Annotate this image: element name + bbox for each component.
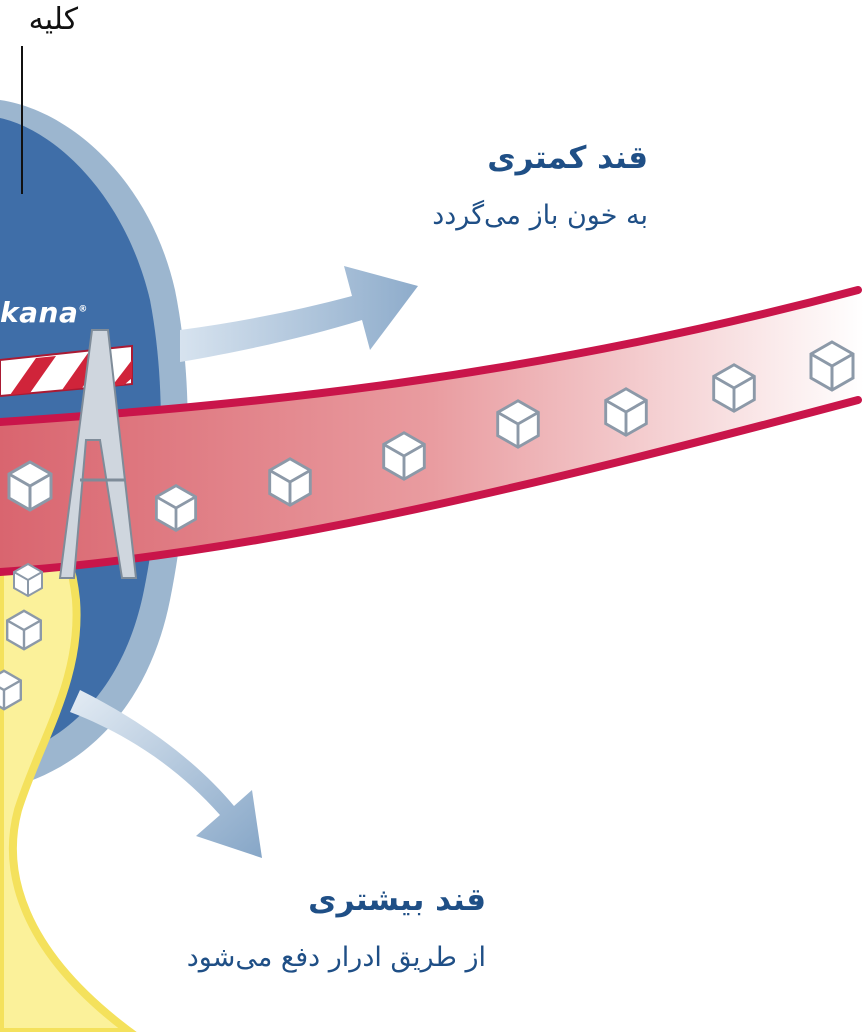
vessel-bottom-edge (0, 396, 862, 576)
arrow-up-right-icon (180, 266, 418, 362)
sugar-cube-icon (7, 460, 53, 512)
blood-vessel (0, 290, 864, 572)
brand-mark: ® (78, 304, 88, 315)
kidney-label: کلیه (28, 2, 78, 37)
sugar-cube-icon (604, 387, 648, 437)
less-sugar-title: قند کمتری (487, 140, 648, 176)
brand-text: kana (0, 296, 79, 329)
more-sugar-subtitle: از طریق ادرار دفع می‌شود (186, 942, 486, 973)
sugar-cube-icon (712, 363, 756, 413)
brand-logo: kana® (0, 296, 88, 329)
sugar-cube-icon (809, 340, 855, 392)
sugar-cube-icon (154, 484, 198, 532)
road-barrier-icon (0, 329, 138, 579)
sugar-cube-icon (5, 609, 42, 651)
sugar-cube-icon (496, 399, 540, 449)
arrow-down-right-icon (70, 690, 262, 858)
less-sugar-subtitle: به خون باز می‌گردد (432, 200, 648, 231)
sugar-cube-icon (13, 563, 43, 597)
sugar-cube-icon (382, 431, 426, 481)
sugar-cube-icon (268, 457, 312, 507)
more-sugar-title: قند بیشتری (308, 882, 486, 918)
